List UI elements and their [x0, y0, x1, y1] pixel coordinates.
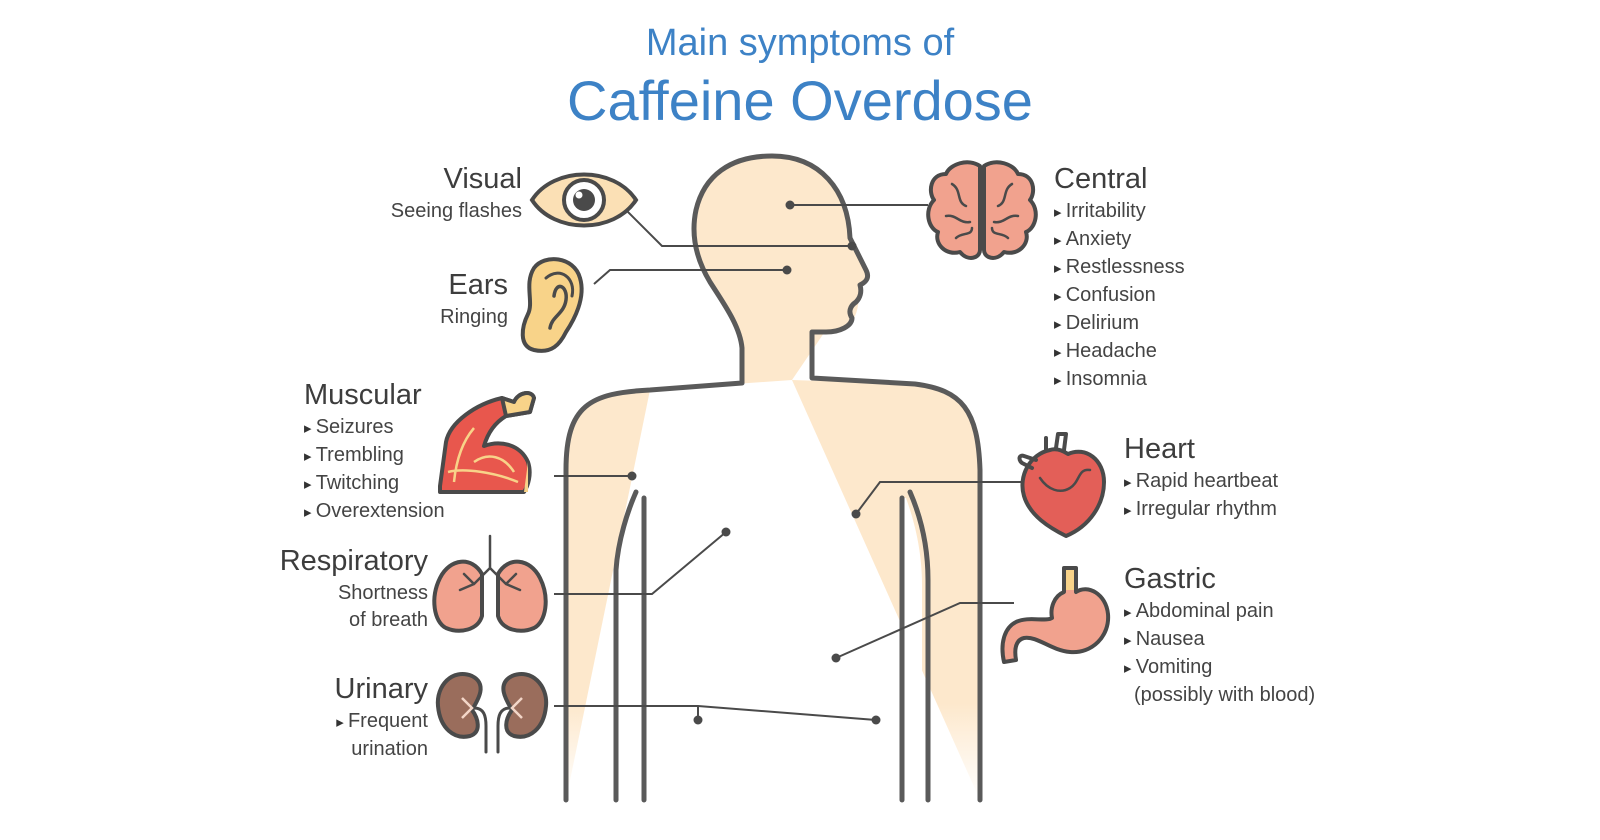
- symptom-item: Overextension: [304, 498, 445, 526]
- symptom-item: Delirium: [1054, 310, 1185, 338]
- stomach-icon: [1000, 566, 1111, 664]
- group-heading: Gastric: [1124, 563, 1216, 595]
- symptom-item: Irritability: [1054, 198, 1185, 226]
- human-silhouette: [566, 156, 980, 800]
- symptom-item: Nausea: [1124, 626, 1315, 654]
- symptom-item: Irregular rhythm: [1124, 496, 1278, 524]
- symptom-item: Insomnia: [1054, 366, 1185, 394]
- symptom-item: Shortness: [337, 582, 428, 604]
- ear-icon: [520, 257, 584, 353]
- symptom-item: urination: [351, 738, 428, 760]
- symptom-group-heart: Heart Rapid heartbeat Irregular rhythm: [1124, 432, 1278, 524]
- group-heading: Visual: [443, 163, 522, 195]
- group-heading: Urinary: [334, 673, 428, 705]
- symptom-group-gastric: Gastric Abdominal pain Nausea Vomiting (…: [1124, 562, 1315, 709]
- symptom-group-visual: Visual Seeing flashes: [391, 162, 522, 225]
- symptom-item: (possibly with blood): [1134, 684, 1316, 706]
- muscle-arm-icon: [438, 391, 536, 494]
- symptom-group-central: Central Irritability Anxiety Restlessnes…: [1054, 162, 1185, 394]
- symptom-item: of breath: [349, 609, 428, 631]
- symptom-item: Rapid heartbeat: [1124, 468, 1278, 496]
- group-heading: Muscular: [304, 379, 422, 411]
- symptom-item: Seeing flashes: [390, 200, 522, 222]
- group-heading: Heart: [1124, 433, 1195, 465]
- symptom-item: Trembling: [304, 442, 445, 470]
- symptom-group-ears: Ears Ringing: [440, 268, 508, 331]
- symptom-item: Ringing: [440, 306, 508, 328]
- symptom-item: Headache: [1054, 338, 1185, 366]
- title-line-1: Main symptoms of: [645, 22, 955, 64]
- heart-icon: [1017, 432, 1106, 538]
- symptom-item: Frequent: [335, 708, 428, 736]
- group-heading: Ears: [448, 269, 508, 301]
- symptom-group-muscular: Muscular Seizures Trembling Twitching Ov…: [304, 378, 445, 526]
- symptom-item: Restlessness: [1054, 254, 1185, 282]
- title-line-2: Caffeine Overdose: [567, 69, 1033, 132]
- eye-icon: [529, 172, 639, 228]
- lungs-icon: [432, 534, 548, 633]
- group-heading: Respiratory: [279, 545, 428, 577]
- kidneys-icon: [435, 672, 549, 754]
- brain-icon: [926, 160, 1038, 260]
- symptom-item: Vomiting: [1124, 654, 1315, 682]
- group-heading: Central: [1054, 163, 1148, 195]
- symptom-group-urinary: Urinary Frequent urination: [335, 672, 428, 763]
- symptom-item: Seizures: [304, 414, 445, 442]
- symptom-item: Confusion: [1054, 282, 1185, 310]
- symptom-group-respiratory: Respiratory Shortness of breath: [280, 544, 428, 634]
- symptom-item: Anxiety: [1054, 226, 1185, 254]
- symptom-item: Abdominal pain: [1124, 598, 1315, 626]
- symptom-item: Twitching: [304, 470, 445, 498]
